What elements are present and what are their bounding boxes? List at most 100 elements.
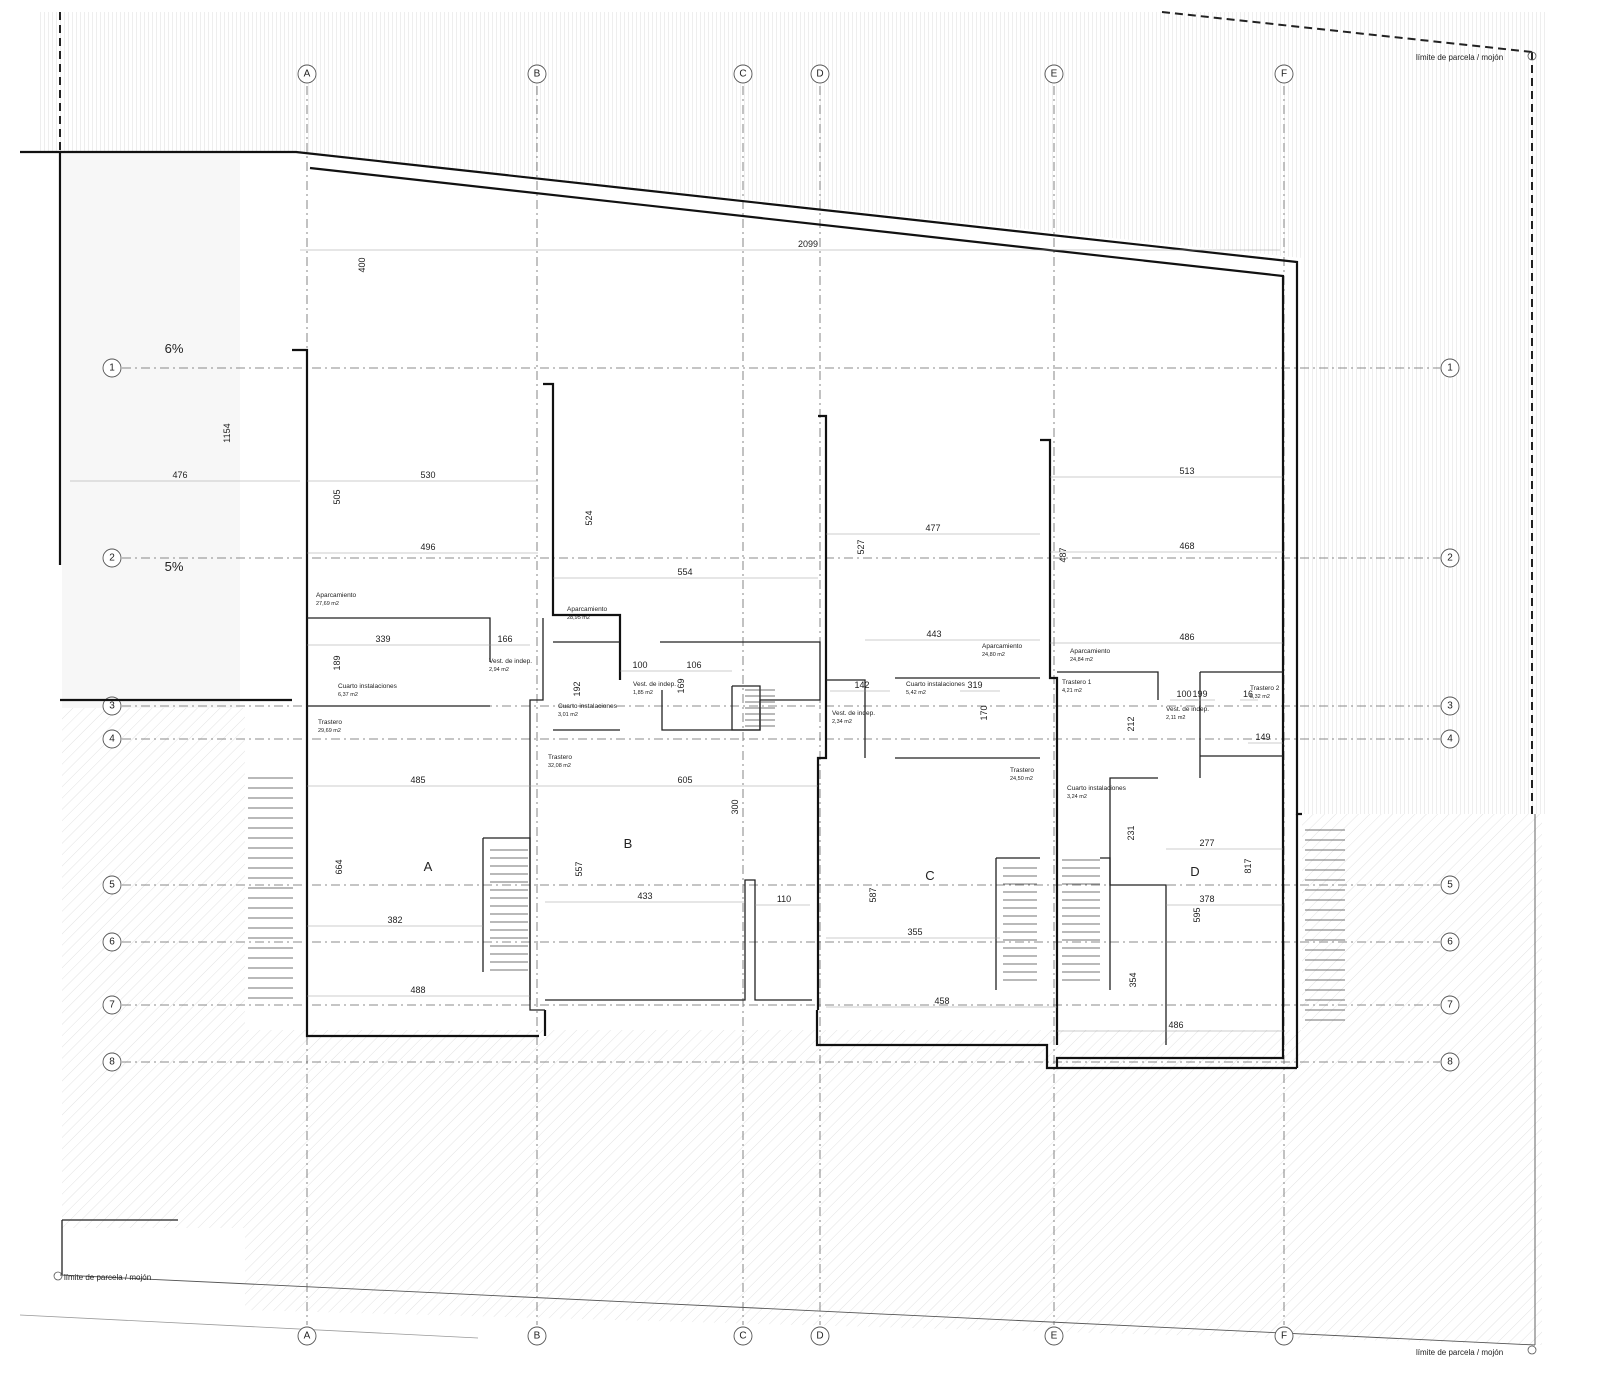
- unit-labels: A B C D: [424, 836, 1200, 883]
- room-area: 6,37 m2: [338, 692, 358, 698]
- dimension-label: 458: [934, 996, 949, 1006]
- grid-bubble-label: 5: [1447, 880, 1453, 891]
- grid-bubble-label: F: [1281, 69, 1287, 80]
- unit-label-c: C: [925, 868, 934, 883]
- dimension-label: 110: [777, 894, 791, 904]
- grid-bubble-label: 2: [1447, 553, 1453, 564]
- grid-bubble-3: 3: [102, 696, 122, 716]
- room-label: Aparcamiento 24,84 m2: [1070, 648, 1110, 663]
- ramp-slopes: 6% 5%: [165, 341, 184, 574]
- grid-bubble-e: E: [1044, 1326, 1064, 1346]
- dimension-label: 605: [677, 775, 692, 785]
- grid-bubble-label: 8: [109, 1057, 115, 1068]
- dimension-label: 476: [172, 470, 187, 480]
- room-area: 5,42 m2: [906, 690, 926, 696]
- grid-bubble-b: B: [527, 64, 547, 84]
- room-label: Trastero 14,21 m2: [1062, 679, 1092, 694]
- dimension-label: 1154: [222, 423, 232, 442]
- room-area: 5,32 m2: [1250, 694, 1270, 700]
- room-name: Cuarto instalaciones: [1067, 785, 1127, 792]
- grid-bubble-d: D: [810, 1326, 830, 1346]
- interior-walls: [307, 382, 1283, 1045]
- room-area: 2,94 m2: [489, 667, 509, 673]
- grid-lines: [122, 86, 1440, 1325]
- room-area: 3,24 m2: [1067, 794, 1087, 800]
- dimension-label: 199: [1192, 689, 1207, 699]
- grid-bubble-4: 4: [102, 729, 122, 749]
- dimension-label: 100: [632, 660, 647, 670]
- room-area: 24,84 m2: [1070, 657, 1093, 663]
- dimension-label: 100: [1176, 689, 1191, 699]
- dimension-label: 496: [420, 542, 435, 552]
- room-label: Cuarto instalaciones 3,24 m2: [1067, 785, 1127, 800]
- dimension-label: 277: [1199, 838, 1214, 848]
- grid-bubble-2: 2: [102, 548, 122, 568]
- room-area: 28,95 m2: [567, 615, 590, 621]
- dimension-label: 16: [1243, 689, 1253, 699]
- grid-bubble-6: 6: [1440, 932, 1460, 952]
- room-name: Vest. de indep.: [832, 710, 875, 717]
- dimension-label: 524: [584, 510, 594, 525]
- dimension-label: 212: [1126, 716, 1136, 731]
- room-label: Trastero 25,32 m2: [1250, 685, 1280, 700]
- grid-bubble-c: C: [733, 64, 753, 84]
- grid-bubble-8: 8: [102, 1052, 122, 1072]
- room-area: 2,11 m2: [1166, 715, 1185, 721]
- room-name: Cuarto instalaciones: [558, 703, 618, 710]
- dimension-label: 527: [856, 539, 866, 554]
- dimension-label: 477: [925, 523, 940, 533]
- room-label: Vest. de indep. 2,94 m2: [489, 658, 532, 673]
- room-area: 1,85 m2: [633, 690, 653, 696]
- unit-label-b: B: [624, 836, 633, 851]
- grid-bubble-label: D: [816, 69, 823, 80]
- room-name: Aparcamiento: [316, 592, 356, 599]
- dimension-label: 486: [1168, 1020, 1183, 1030]
- dimension-label: 166: [497, 634, 512, 644]
- dimension-label: 817: [1243, 858, 1253, 873]
- grid-bubble-label: 2: [109, 553, 115, 564]
- grid-bubble-d: D: [810, 64, 830, 84]
- ramp-slope-upper: 6%: [165, 341, 184, 356]
- grid-bubble-label: 7: [109, 1000, 115, 1011]
- dimension-label: 300: [730, 799, 740, 814]
- room-name: Aparcamiento: [1070, 648, 1110, 655]
- dimension-label: 2099: [798, 239, 818, 249]
- room-name: Trastero 1: [1062, 679, 1092, 686]
- dimension-label: 400: [357, 257, 367, 272]
- dimension-label: 443: [926, 629, 941, 639]
- dimension-label: 378: [1199, 894, 1214, 904]
- dimension-label: 142: [854, 680, 869, 690]
- grid-bubble-a: A: [297, 1326, 317, 1346]
- plot-marker-icon: [1527, 1345, 1537, 1355]
- dimension-label: 192: [572, 681, 582, 696]
- plot-limit-label-bottom-left: límite de parcela / mojón: [64, 1273, 151, 1282]
- dimension-label: 486: [1179, 632, 1194, 642]
- room-name: Aparcamiento: [982, 643, 1022, 650]
- grid-bubble-label: A: [304, 1331, 311, 1342]
- grid-bubble-label: 3: [1447, 701, 1453, 712]
- grid-bubble-label: F: [1281, 1331, 1287, 1342]
- grid-bubble-label: 7: [1447, 1000, 1453, 1011]
- room-name: Vest. de indep.: [489, 658, 532, 665]
- room-label: Vest. de indep.2,11 m2: [1166, 706, 1209, 721]
- grid-bubble-label: 5: [109, 880, 115, 891]
- exterior-hatch: [40, 12, 1545, 1345]
- grid-bubble-5: 5: [102, 875, 122, 895]
- dimension-label: 557: [574, 861, 584, 876]
- plot-marker-icon: [1527, 51, 1537, 61]
- unit-label-d: D: [1190, 864, 1199, 879]
- grid-bubble-5: 5: [1440, 875, 1460, 895]
- grid-bubble-3: 3: [1440, 696, 1460, 716]
- dimension-label: 505: [332, 489, 342, 504]
- grid-bubble-label: B: [534, 69, 541, 80]
- grid-bubble-label: 4: [1447, 734, 1453, 745]
- grid-bubble-label: 6: [1447, 937, 1453, 948]
- room-label: Vest. de indep. 1,85 m2: [633, 681, 676, 696]
- room-name: Vest. de indep.: [633, 681, 676, 688]
